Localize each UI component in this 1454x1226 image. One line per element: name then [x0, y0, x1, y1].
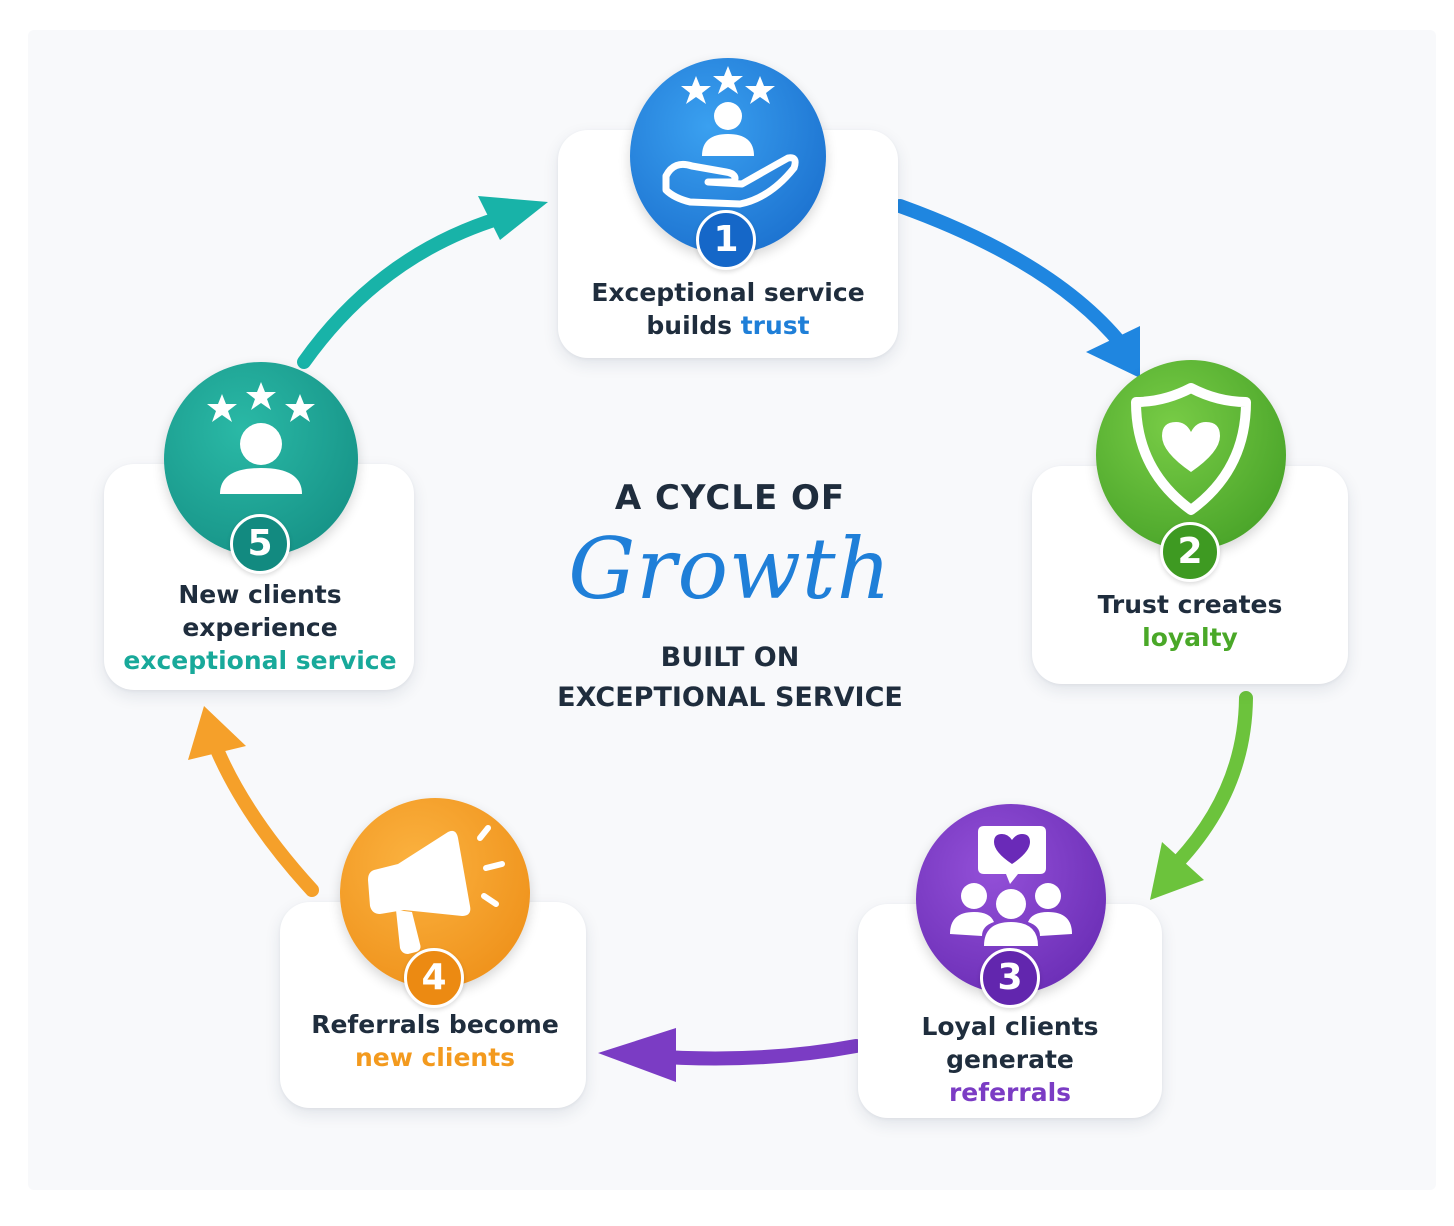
step-1-number-badge: 1 — [696, 210, 756, 270]
step-5-label: New clients experience exceptional servi… — [110, 578, 410, 677]
step-5-line1: New clients — [178, 580, 342, 609]
step-2-label: Trust creates loyalty — [1040, 588, 1340, 654]
step-1-line2-plain: builds — [646, 311, 732, 340]
step-3-line2: generate — [946, 1045, 1074, 1074]
step-3-number-badge: 3 — [980, 948, 1040, 1008]
step-2-highlight: loyalty — [1142, 623, 1238, 652]
arrow-5-to-1-head — [478, 196, 548, 240]
title-line-3: EXCEPTIONAL SERVICE — [557, 682, 903, 713]
step-2-icon-circle — [1096, 360, 1286, 550]
arrow-4-to-5-head — [188, 706, 246, 760]
step-4-label: Referrals become new clients — [290, 1008, 580, 1074]
step-4-icon-circle — [340, 798, 530, 988]
step-5-line2: experience — [182, 613, 338, 642]
step-3-highlight: referrals — [948, 1078, 1072, 1107]
step-3-icon-circle — [916, 804, 1106, 994]
title-line-2: BUILT ON — [660, 642, 800, 673]
arrow-2-to-3-head — [1150, 842, 1204, 900]
arrow-2-to-3 — [1171, 691, 1253, 869]
step-4-line1: Referrals become — [311, 1010, 559, 1039]
step-2-line1: Trust creates — [1097, 590, 1283, 619]
step-2-number-badge: 2 — [1160, 522, 1220, 582]
step-5-highlight: exceptional service — [123, 646, 397, 675]
step-1-line2: builds trust — [568, 309, 888, 342]
step-5-number-badge: 5 — [230, 514, 290, 574]
step-3-label: Loyal clients generate referrals — [866, 1010, 1154, 1109]
step-3-line1: Loyal clients — [921, 1012, 1099, 1041]
title-growth-script: Growth — [568, 520, 892, 618]
step-1-line1: Exceptional service — [591, 278, 865, 307]
arrow-3-to-4 — [641, 1039, 863, 1066]
group-heart-icon — [950, 826, 1072, 946]
arrow-1-to-2-head — [1086, 326, 1140, 378]
title-line-1: A CYCLE OF — [614, 478, 846, 518]
arrow-3-to-4-head — [598, 1028, 676, 1082]
step-1-highlight: trust — [740, 311, 810, 340]
megaphone-icon — [368, 825, 505, 954]
shield-heart-icon — [1131, 383, 1251, 515]
arrow-1-to-2 — [893, 199, 1129, 352]
step-4-number-badge: 4 — [404, 948, 464, 1008]
step-1-label: Exceptional service builds trust — [568, 276, 888, 342]
service-hand-stars-icon — [662, 66, 799, 208]
step-1-icon-circle — [630, 58, 826, 254]
person-stars-icon — [207, 382, 315, 494]
arrow-4-to-5 — [211, 745, 319, 897]
step-4-highlight: new clients — [354, 1043, 516, 1072]
arrow-5-to-1 — [297, 211, 507, 369]
